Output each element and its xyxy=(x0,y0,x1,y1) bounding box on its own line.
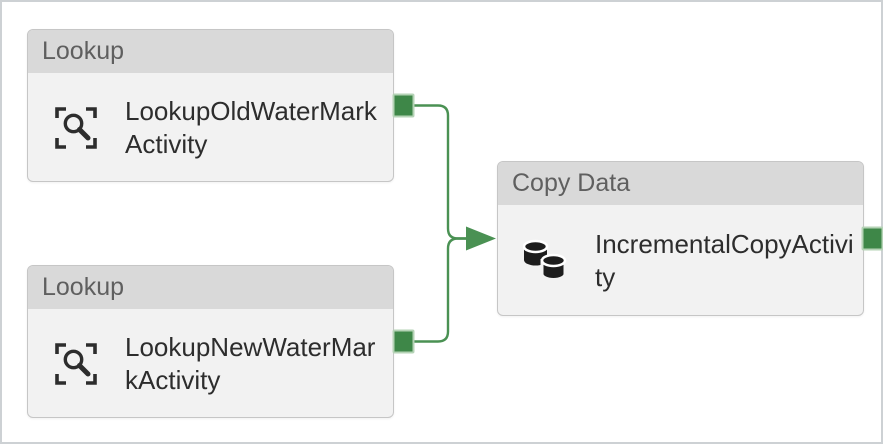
activity-node-lookup-new-watermark[interactable]: Lookup LookupNewWaterMarkActivity xyxy=(27,265,394,418)
activity-node-lookup-old-watermark[interactable]: Lookup LookupOldWaterMarkActivity xyxy=(27,29,394,182)
activity-name: LookupOldWaterMarkActivity xyxy=(125,95,377,159)
activity-name: LookupNewWaterMarkActivity xyxy=(125,331,376,395)
node-body: IncrementalCopyActivity xyxy=(498,205,863,316)
node-type-label: Lookup xyxy=(28,30,393,73)
edge-arrowhead-icon xyxy=(466,226,496,251)
output-port-copy[interactable] xyxy=(861,226,883,251)
node-body: LookupOldWaterMarkActivity xyxy=(28,73,393,182)
copy-data-icon xyxy=(523,239,567,281)
node-type-label: Lookup xyxy=(28,266,393,309)
node-body: LookupNewWaterMarkActivity xyxy=(28,309,393,418)
lookup-icon xyxy=(55,342,97,385)
edge-lookup-new-to-copy[interactable] xyxy=(413,237,467,343)
output-port-lookup-old[interactable] xyxy=(392,93,415,118)
edge-lookup-old-to-copy[interactable] xyxy=(413,104,467,240)
activity-node-incremental-copy[interactable]: Copy Data IncrementalCopyActivity xyxy=(497,161,864,316)
output-port-lookup-new[interactable] xyxy=(392,329,415,354)
activity-name: IncrementalCopyActivity xyxy=(595,228,854,292)
node-type-label: Copy Data xyxy=(498,162,863,205)
lookup-icon xyxy=(55,106,97,149)
